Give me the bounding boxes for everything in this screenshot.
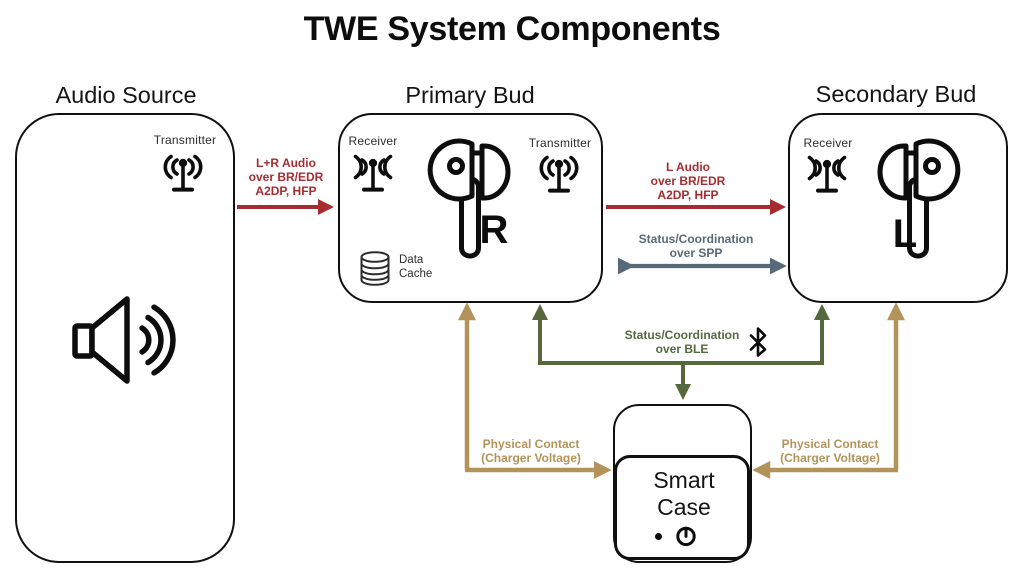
primary-receiver-label: Receiver xyxy=(348,134,398,148)
bluetooth-icon xyxy=(749,327,767,357)
audio-transmitter-label: Transmitter xyxy=(153,133,217,147)
transmitter-antenna-icon xyxy=(539,155,579,193)
speaker-icon xyxy=(72,296,176,384)
charge-left-arrow-label: Physical Contact(Charger Voltage) xyxy=(481,437,581,465)
receiver-antenna-icon xyxy=(353,154,393,192)
primary-bud-heading: Primary Bud xyxy=(405,82,535,108)
receiver-antenna-icon xyxy=(807,155,847,193)
led-dot xyxy=(655,533,662,540)
primary-transmitter-label: Transmitter xyxy=(528,136,592,150)
audio-source-heading: Audio Source xyxy=(55,82,197,108)
secondary-bud-letter: L xyxy=(892,212,918,256)
power-icon xyxy=(676,526,696,547)
secondary-bud-heading: Secondary Bud xyxy=(815,81,977,107)
earbud-left-icon xyxy=(877,138,961,259)
database-icon xyxy=(360,251,390,286)
earbud-right-icon xyxy=(427,138,511,259)
data-cache-label: Data Cache xyxy=(399,254,433,280)
page-title: TWE System Components xyxy=(303,10,721,48)
smart-case-label: Smart Case xyxy=(653,467,715,520)
charge-right-arrow-label: Physical Contact(Charger Voltage) xyxy=(780,437,880,465)
transmitter-antenna-icon xyxy=(163,154,203,192)
primary-bud-letter: R xyxy=(479,208,509,252)
secondary-receiver-label: Receiver xyxy=(803,136,853,150)
